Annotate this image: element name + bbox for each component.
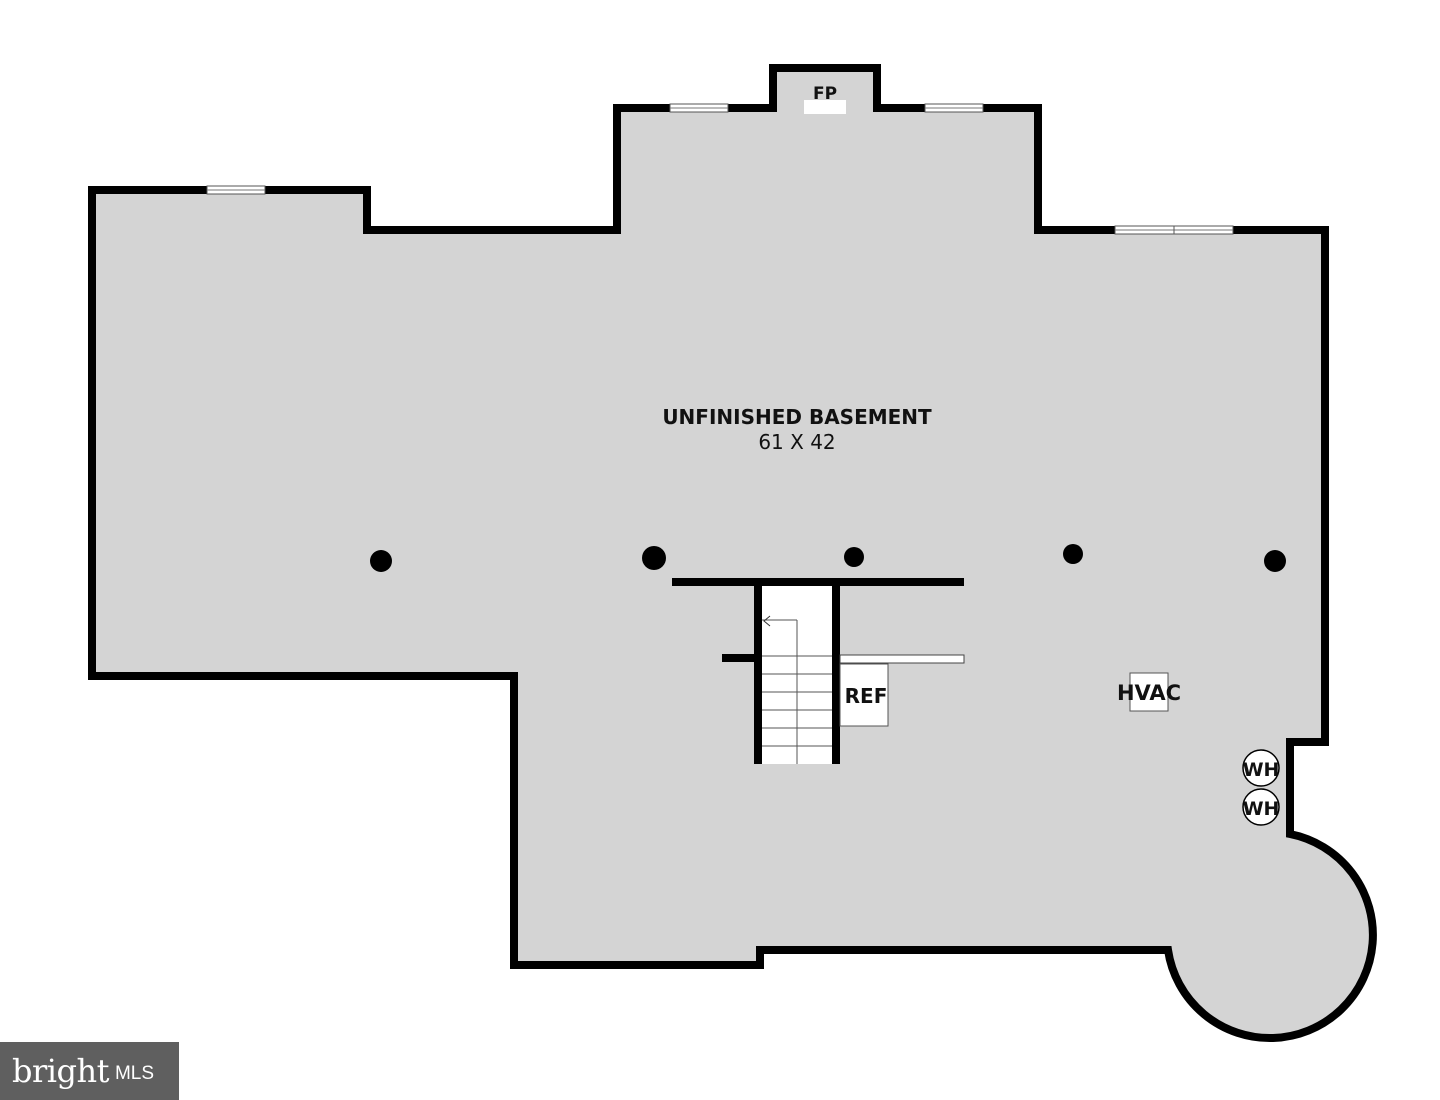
water-heater-label: WH <box>1243 759 1280 781</box>
water-heater-icon <box>1242 749 1280 787</box>
window <box>924 103 984 113</box>
refrigerator-box <box>839 663 889 727</box>
room-dimensions: 61 X 42 <box>758 430 835 454</box>
staircase <box>762 586 832 764</box>
fireplace-label: FP <box>813 84 837 104</box>
sliding-door <box>1114 225 1234 235</box>
refrigerator-label: REF <box>845 684 888 708</box>
brand-watermark: bright MLS <box>0 1042 179 1100</box>
support-column <box>844 547 864 567</box>
brand-mls: MLS <box>114 1063 155 1084</box>
support-column <box>370 550 392 572</box>
support-column <box>1264 550 1286 572</box>
hvac-label: HVAC <box>1117 681 1181 705</box>
basement-outline <box>88 64 1377 1042</box>
window <box>206 185 266 195</box>
window <box>669 103 729 113</box>
room-name: UNFINISHED BASEMENT <box>662 405 932 429</box>
brand-logo: bright <box>12 1052 109 1090</box>
shelf <box>839 654 965 664</box>
water-heater-label: WH <box>1243 798 1280 820</box>
stair-arrow-icon <box>763 615 771 627</box>
fireplace-opening <box>804 100 846 114</box>
hvac-box <box>1129 672 1169 712</box>
water-heater-icon <box>1242 788 1280 826</box>
support-column <box>642 546 666 570</box>
support-column <box>1063 544 1083 564</box>
